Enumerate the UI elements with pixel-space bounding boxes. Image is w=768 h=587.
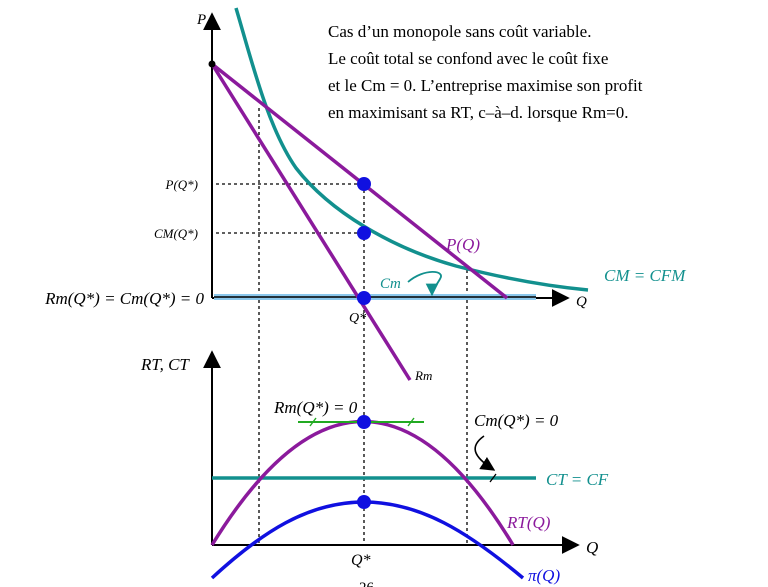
tick-rm-cm-label: Rm(Q*) = Cm(Q*) = 0 xyxy=(44,289,204,308)
price-point xyxy=(357,177,371,191)
tick-price-label: P(Q*) xyxy=(165,177,199,192)
description-line-4: en maximisant sa RT, c–à–d. lorsque Rm=0… xyxy=(328,103,629,122)
origin-intercept-dot xyxy=(208,60,216,68)
marginal-revenue-label: Rm xyxy=(414,368,432,383)
marginal-cost-label: Cm xyxy=(380,276,401,292)
description-block: Cas d’un monopole sans coût variable. Le… xyxy=(328,22,643,122)
bottom-x-axis-label: Q xyxy=(586,538,598,557)
cm-zero-callout-arrow xyxy=(474,435,496,471)
rm-zero-point xyxy=(357,291,371,305)
top-x-axis-label: Q xyxy=(576,294,587,310)
bottom-y-axis-label: RT, CT xyxy=(140,355,190,374)
description-line-2: Le coût total se confond avec le coût fi… xyxy=(328,49,608,68)
average-cost-label: CM = CFM xyxy=(604,266,686,285)
cm-zero-label: Cm(Q*) = 0 xyxy=(474,411,559,430)
demand-label: P(Q) xyxy=(445,235,480,254)
average-cost-curve xyxy=(234,7,589,292)
rm-zero-label: Rm(Q*) = 0 xyxy=(273,398,358,417)
total-revenue-curve xyxy=(210,419,515,546)
top-y-axis-label: P xyxy=(196,12,206,28)
total-revenue-label: RT(Q) xyxy=(506,513,551,532)
description-line-1: Cas d’un monopole sans coût variable. xyxy=(328,22,591,41)
marginal-revenue-curve xyxy=(210,63,412,381)
cm-callout-arrow xyxy=(407,270,442,297)
description-line-3: et le Cm = 0. L’entreprise maximise son … xyxy=(328,76,643,95)
page-number: 26 xyxy=(359,580,375,587)
profit-label: π(Q) xyxy=(528,566,560,585)
top-guides xyxy=(216,108,468,545)
total-cost-label: CT = CF xyxy=(546,470,609,489)
rt-max-point xyxy=(357,415,371,429)
average-cost-point xyxy=(357,226,371,240)
top-qstar-label: Q* xyxy=(349,311,366,326)
profit-max-point xyxy=(357,495,371,509)
bottom-qstar-label: Q* xyxy=(351,552,371,569)
tick-average-cost-label: CM(Q*) xyxy=(154,226,198,241)
